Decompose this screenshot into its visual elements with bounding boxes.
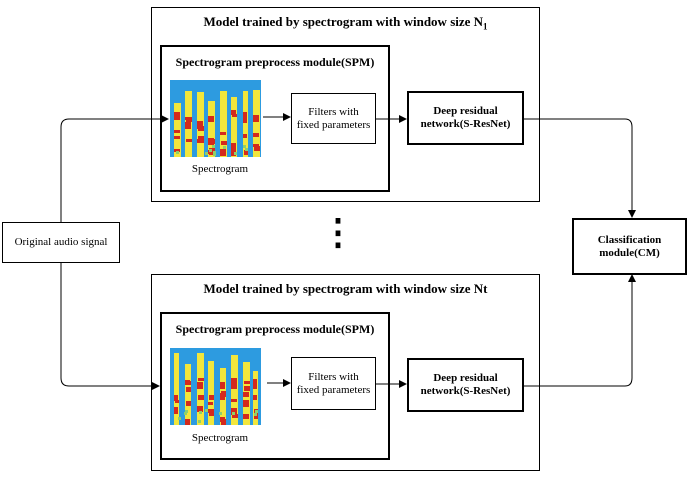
top-resnet-to-cm-arrow [524, 118, 636, 218]
model-bottom-frame: Model trained by spectrogram with window… [151, 274, 540, 471]
model-top-spectrogram-image [170, 80, 261, 157]
input-to-bottom-arrow [60, 263, 160, 390]
model-bottom-spm-frame: Spectrogram preprocess module(SPM) [160, 312, 390, 460]
input-signal-box: Original audio signal [2, 222, 120, 263]
model-top-frame: Model trained by spectrogram with window… [151, 7, 540, 202]
model-bottom-spectrogram-label: Spectrogram [191, 432, 249, 444]
model-top-resnet-box: Deep residual network(S-ResNet) [407, 91, 524, 145]
model-top-filters-box: Filters with fixed parameters [291, 93, 376, 144]
model-bottom-title: Model trained by spectrogram with window… [203, 281, 488, 296]
bottom-resnet-to-cm-arrow [524, 274, 636, 387]
model-bottom-filters-box: Filters with fixed parameters [291, 357, 376, 410]
model-top-spectrogram-label: Spectrogram [191, 163, 249, 175]
model-top-spm-frame: Spectrogram preprocess module(SPM) [160, 45, 390, 192]
model-bottom-resnet-box: Deep residual network(S-ResNet) [407, 358, 524, 412]
models-ellipsis: ⋮ [320, 212, 356, 252]
classification-module-box: Classification module(CM) [572, 218, 687, 275]
model-top-spm-title: Spectrogram preprocess module(SPM) [175, 55, 375, 69]
model-bottom-spectrogram-image [170, 348, 261, 425]
model-top-title: Model trained by spectrogram with window… [203, 14, 488, 32]
input-to-top-arrow [60, 115, 169, 222]
model-bottom-spm-title: Spectrogram preprocess module(SPM) [175, 322, 375, 336]
